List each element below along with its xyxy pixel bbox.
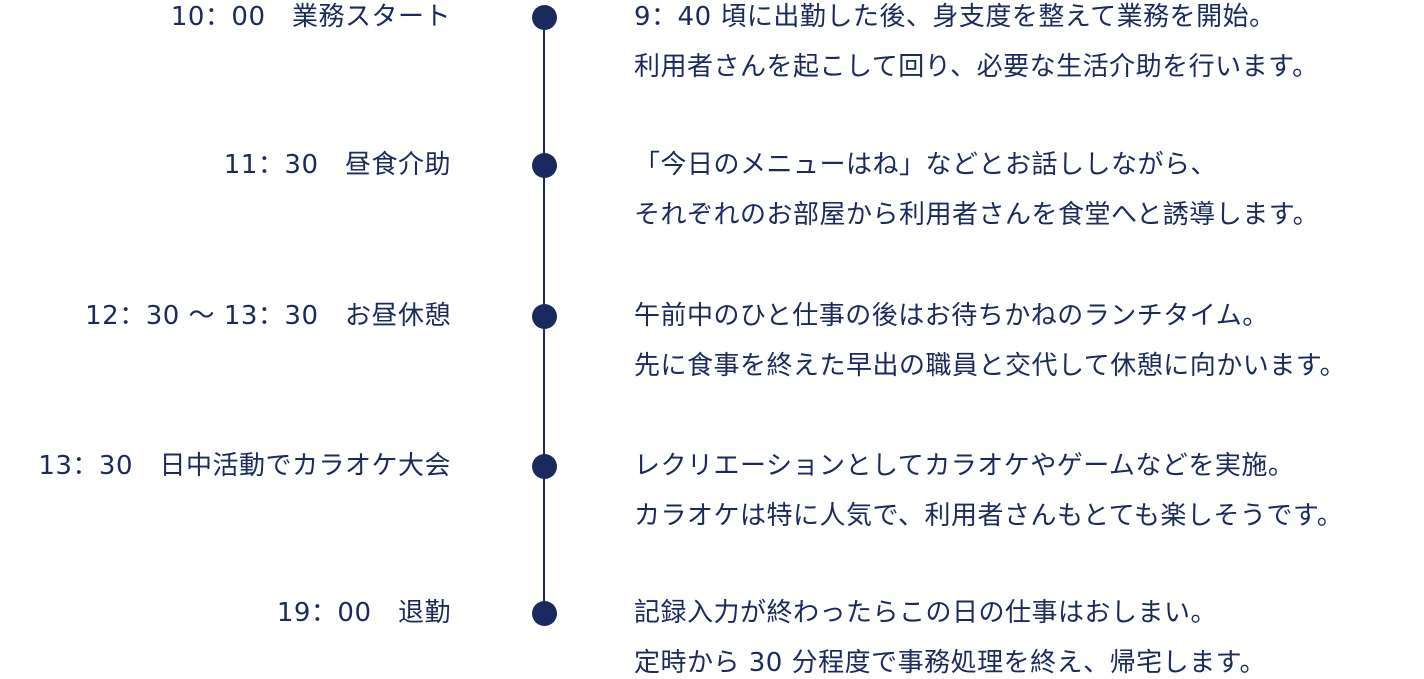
entry-time-label: 12：30 ～ 13：30 お昼休憩 — [85, 301, 451, 331]
entry-description: 「今日のメニューはね」などとお話ししながら、 それぞれのお部屋から利用者さんを食… — [634, 140, 1319, 240]
timeline-dot — [532, 153, 557, 178]
entry-time-label: 10：00 業務スタート — [170, 2, 451, 32]
timeline-dot — [532, 601, 557, 626]
entry-time-label: 13：30 日中活動でカラオケ大会 — [38, 451, 451, 481]
entry-description-line: カラオケは特に人気で、利用者さんもとても楽しそうです。 — [634, 501, 1344, 531]
timeline-dot — [532, 304, 557, 329]
entry-description-line: 記録入力が終わったらこの日の仕事はおしまい。 — [634, 598, 1218, 628]
entry-time-label: 19：00 退勤 — [276, 598, 451, 628]
timeline-entry: 12：30 ～ 13：30 お昼休憩 午前中のひと仕事の後はお待ちかねのランチタ… — [0, 299, 1424, 399]
entry-description-line: 9：40 頃に出勤した後、身支度を整えて業務を開始。 — [634, 2, 1276, 32]
entry-description: 午前中のひと仕事の後はお待ちかねのランチタイム。 先に食事を終えた早出の職員と交… — [634, 291, 1346, 391]
timeline-entry: 13：30 日中活動でカラオケ大会 レクリエーションとしてカラオケやゲームなどを… — [0, 449, 1424, 549]
entry-description-line: 「今日のメニューはね」などとお話ししながら、 — [634, 150, 1218, 180]
entry-description: 9：40 頃に出勤した後、身支度を整えて業務を開始。 利用者さんを起こして回り、… — [634, 0, 1319, 92]
entry-description-line: 午前中のひと仕事の後はお待ちかねのランチタイム。 — [634, 301, 1269, 331]
timeline-entry: 19：00 退勤 記録入力が終わったらこの日の仕事はおしまい。 定時から 30 … — [0, 596, 1424, 679]
timeline-dot — [532, 5, 557, 30]
entry-description: 記録入力が終わったらこの日の仕事はおしまい。 定時から 30 分程度で事務処理を… — [634, 588, 1266, 679]
timeline-dot — [532, 454, 557, 479]
timeline-entry: 11：30 昼食介助 「今日のメニューはね」などとお話ししながら、 それぞれのお… — [0, 148, 1424, 248]
entry-description-line: 先に食事を終えた早出の職員と交代して休憩に向かいます。 — [634, 351, 1347, 381]
entry-description-line: 利用者さんを起こして回り、必要な生活介助を行います。 — [634, 52, 1319, 82]
entry-time-label: 11：30 昼食介助 — [223, 150, 451, 180]
entry-description-line: レクリエーションとしてカラオケやゲームなどを実施。 — [634, 451, 1295, 481]
entry-description-line: それぞれのお部屋から利用者さんを食堂へと誘導します。 — [634, 200, 1320, 230]
entry-description-line: 定時から 30 分程度で事務処理を終え、帰宅します。 — [634, 648, 1267, 678]
timeline-entry: 10：00 業務スタート 9：40 頃に出勤した後、身支度を整えて業務を開始。 … — [0, 0, 1424, 100]
entry-description: レクリエーションとしてカラオケやゲームなどを実施。 カラオケは特に人気で、利用者… — [634, 441, 1343, 541]
